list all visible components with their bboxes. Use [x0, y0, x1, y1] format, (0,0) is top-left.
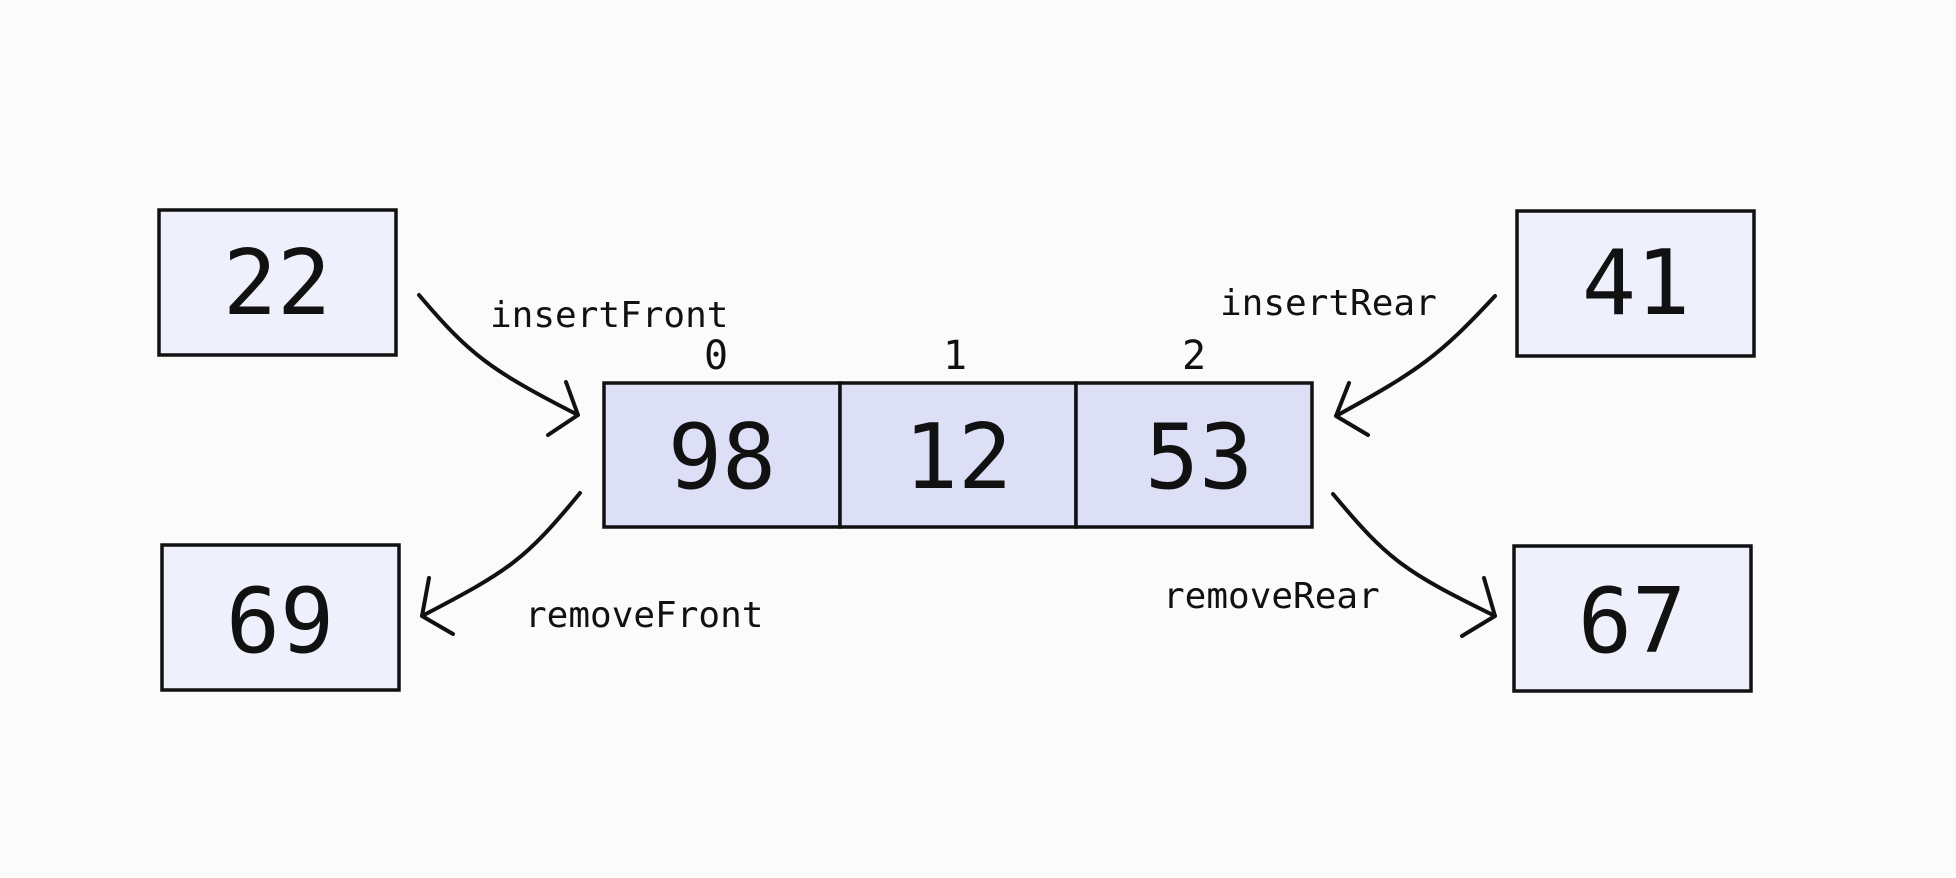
remove-front-label: removeFront [525, 595, 763, 636]
deque-array: 98 0 12 1 53 2 [602, 333, 1314, 529]
remove-front-value: 69 [226, 569, 334, 674]
insert-front-value: 22 [223, 231, 331, 336]
deque-cell: 12 1 [838, 333, 1078, 529]
deque-cell: 98 0 [602, 333, 842, 529]
deque-cell-index: 1 [943, 333, 967, 379]
deque-cell-index: 0 [704, 333, 728, 379]
deque-cell-value: 98 [668, 405, 776, 510]
insert-rear-value-box: 41 [1515, 209, 1756, 358]
remove-front-value-box: 69 [160, 543, 401, 692]
deque-cell-value: 12 [904, 405, 1012, 510]
remove-rear-value-box: 67 [1512, 544, 1753, 693]
insert-rear-arrow [1334, 294, 1497, 437]
deque-cell: 53 2 [1074, 333, 1314, 529]
insert-rear-value: 41 [1582, 231, 1690, 336]
deque-cell-index: 2 [1182, 333, 1206, 379]
remove-rear-arrow [1331, 492, 1497, 638]
remove-rear-label: removeRear [1163, 576, 1380, 617]
remove-rear-value: 67 [1578, 569, 1686, 674]
insert-front-value-box: 22 [157, 208, 398, 357]
insert-rear-label: insertRear [1220, 283, 1437, 324]
insert-front-arrow [417, 293, 580, 437]
remove-front-arrow [420, 491, 582, 636]
insert-front-label: insertFront [490, 295, 728, 336]
deque-cell-value: 53 [1145, 405, 1253, 510]
